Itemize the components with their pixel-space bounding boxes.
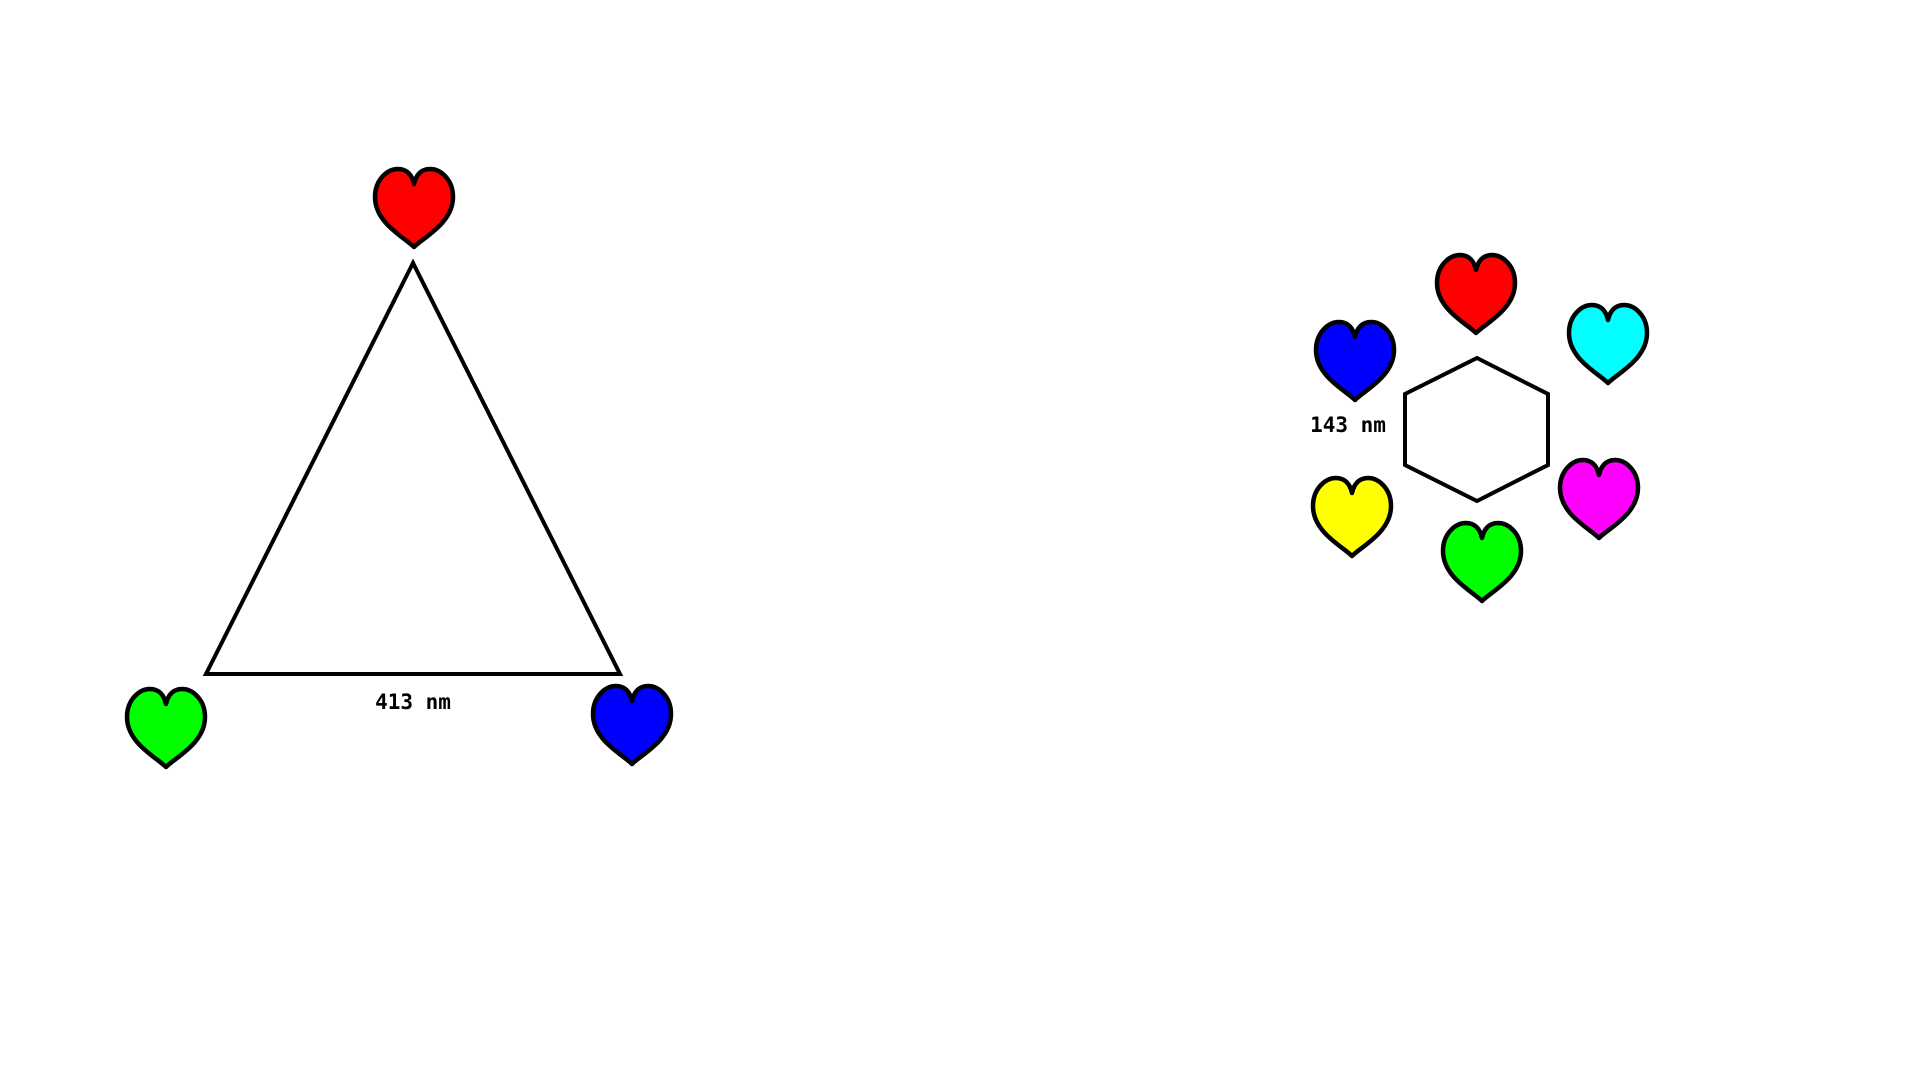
triangle-shape [202,258,624,676]
heart-fill [375,169,453,247]
heart-fill [593,686,671,764]
hexagon-shape [1403,355,1550,504]
heart-fill [1560,460,1638,538]
triangle-diagram: 413 nm [127,169,671,767]
heart-bottom-left-icon [1313,478,1391,556]
heart-bottom-left-icon [127,689,205,767]
heart-bottom-right-icon [593,686,671,764]
heart-top-left-icon [1316,322,1394,400]
hexagon-side-label: 143 nm [1310,413,1386,437]
heart-fill [1316,322,1394,400]
heart-top-icon [1437,255,1515,333]
heart-fill [1443,523,1521,601]
hexagon-diagram: 143 nm [1310,255,1647,601]
heart-bottom-icon [1443,523,1521,601]
heart-bottom-right-icon [1560,460,1638,538]
heart-fill [1437,255,1515,333]
heart-fill [1313,478,1391,556]
triangle-side-label: 413 nm [375,690,451,714]
heart-fill [127,689,205,767]
heart-fill [1569,305,1647,383]
heart-top-right-icon [1569,305,1647,383]
heart-top-icon [375,169,453,247]
